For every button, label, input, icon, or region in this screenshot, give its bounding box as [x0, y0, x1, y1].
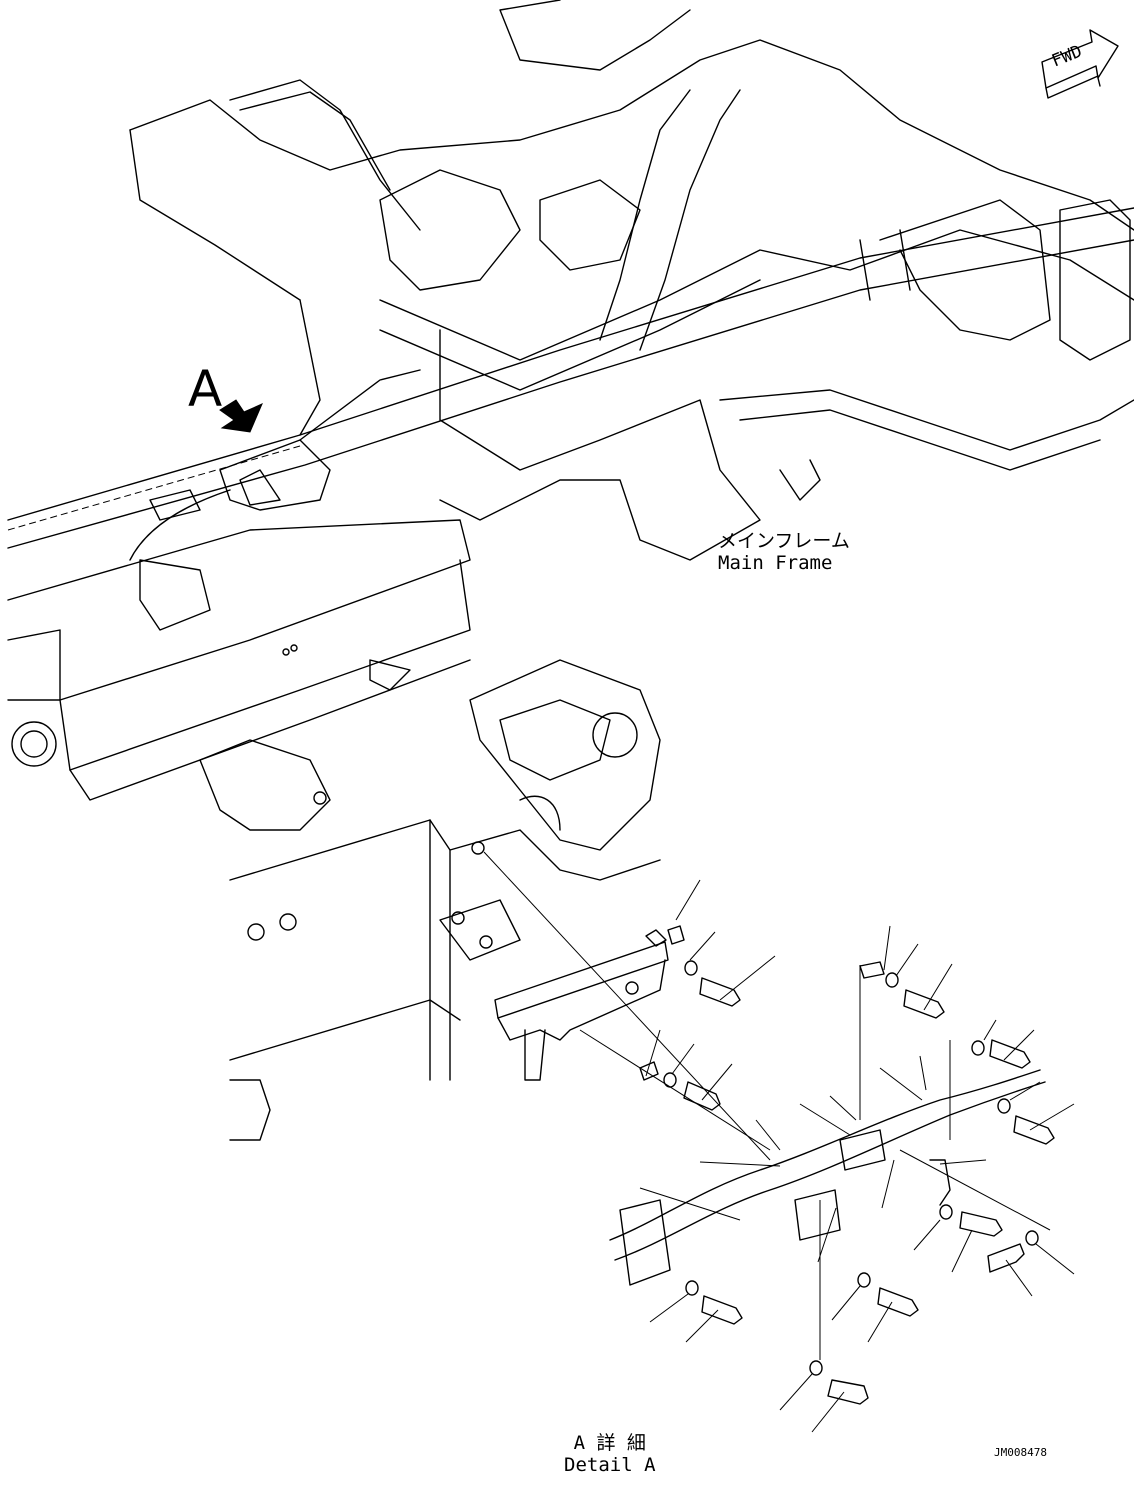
washer	[997, 1098, 1011, 1114]
washer	[809, 1360, 823, 1376]
drawing-code: JM008478	[994, 1446, 1047, 1459]
washer	[939, 1204, 953, 1220]
detail-frame-outline	[229, 659, 661, 1141]
main-frame-label-en: Main Frame	[718, 552, 833, 574]
main-frame-caption: メインフレーム Main Frame	[718, 530, 850, 574]
washer	[685, 1280, 699, 1296]
bolt	[903, 989, 945, 1019]
bolt	[683, 1081, 721, 1111]
washer	[684, 960, 698, 976]
washer	[857, 1272, 871, 1288]
bolt	[959, 1211, 1003, 1237]
bolt	[827, 1379, 869, 1405]
harness-assembly-main	[129, 79, 421, 561]
bolt	[987, 1243, 1025, 1273]
leader-lines	[639, 879, 1075, 1433]
detail-caption: A 詳 細 Detail A	[564, 1432, 656, 1476]
main-frame-lower	[7, 519, 471, 831]
bolt	[699, 977, 741, 1007]
harness-detail	[483, 851, 1051, 1360]
main-frame-upper	[7, 0, 1134, 561]
washer	[663, 1072, 677, 1088]
clip	[859, 961, 885, 979]
washer	[885, 972, 899, 988]
detail-label-en: Detail A	[564, 1454, 656, 1476]
forward-arrow-icon	[1041, 29, 1119, 99]
callout-letter: A	[188, 360, 223, 418]
bolt	[701, 1295, 743, 1325]
washer	[971, 1040, 985, 1056]
bolt	[877, 1287, 919, 1317]
bolt	[989, 1039, 1031, 1069]
main-frame-label-jp: メインフレーム	[718, 530, 850, 552]
washer	[1025, 1230, 1039, 1246]
callout-arrow-icon	[219, 399, 263, 433]
detail-label-jp: A 詳 細	[573, 1432, 646, 1454]
bolt	[1013, 1115, 1055, 1145]
mounting-bracket	[494, 925, 685, 1081]
